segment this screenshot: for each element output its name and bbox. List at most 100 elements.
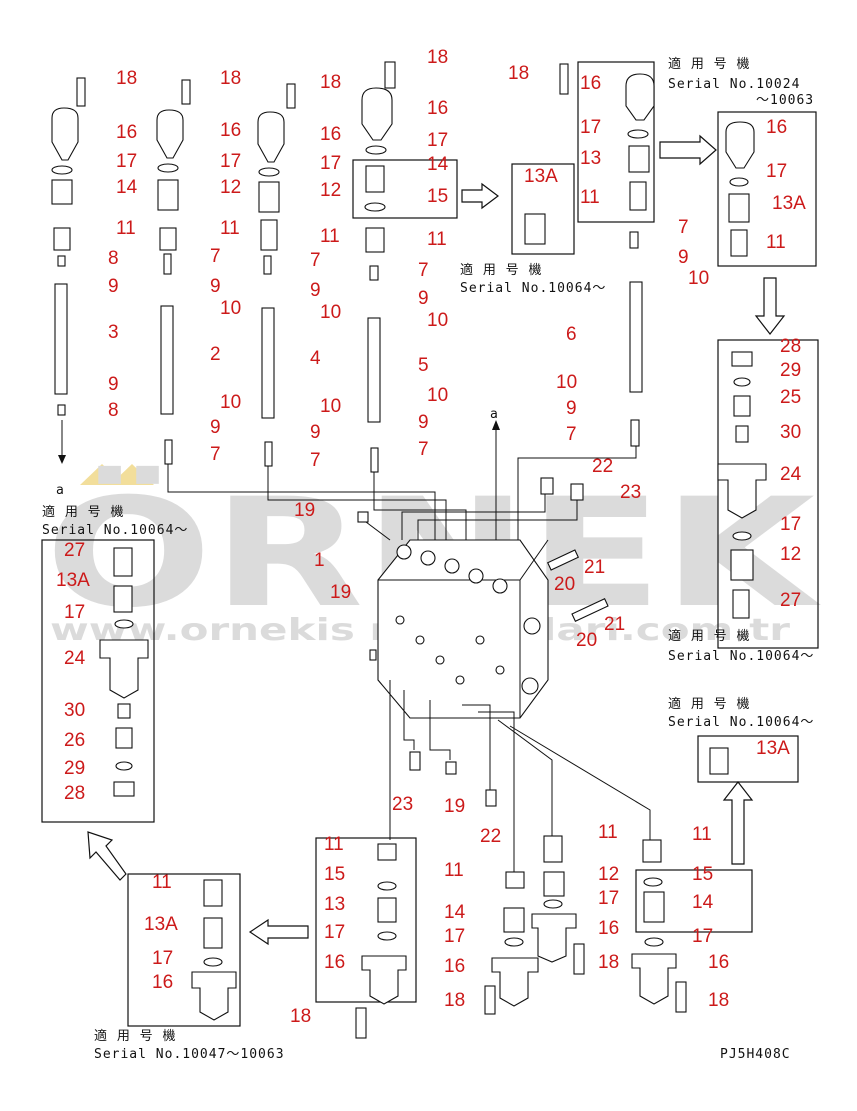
column-spool-6: [517, 231, 643, 560]
callout-11: 11: [320, 226, 340, 247]
cap-16: [51, 107, 79, 161]
callout-3: 3: [108, 322, 119, 343]
plug-19b: [369, 649, 377, 661]
port: [468, 568, 484, 584]
port: [495, 665, 505, 675]
serial-label: 適 用 号 機: [460, 262, 542, 278]
cap-16: [257, 111, 285, 163]
oring-17: [732, 531, 752, 541]
spring-14: [51, 179, 73, 205]
callout-11: 11: [580, 187, 600, 208]
callout-17: 17: [427, 130, 448, 151]
serial-label: 適 用 号 機: [668, 628, 750, 644]
callout-14: 14: [116, 177, 138, 198]
callout-16: 16: [152, 972, 173, 993]
variant-box-bottom-left: [127, 873, 309, 1027]
callout-7: 7: [418, 439, 429, 460]
callout-10: 10: [320, 302, 341, 323]
retainer-11: [377, 843, 397, 861]
spring-13a: [524, 213, 546, 245]
plug-22: [540, 477, 554, 495]
watermark-accent-left: [80, 464, 124, 485]
assembly-line: [401, 494, 546, 540]
callout-18: 18: [444, 990, 465, 1011]
retainer-11: [629, 181, 647, 211]
bolt-18: [286, 83, 296, 109]
callout-29: 29: [780, 360, 801, 381]
callout-21: 21: [584, 557, 605, 578]
serial-value: Serial No.10064～: [668, 715, 814, 730]
retainer-11: [642, 839, 662, 863]
assembly-line: [167, 464, 436, 540]
callout-5: 5: [418, 355, 429, 376]
callout-28: 28: [780, 336, 801, 357]
callout-11: 11: [692, 824, 712, 845]
callout-12: 12: [320, 180, 341, 201]
callout-18: 18: [598, 952, 619, 973]
spring-14: [643, 891, 665, 923]
callout-9: 9: [210, 417, 221, 438]
retainer-11: [203, 879, 223, 907]
arrow-left: [248, 918, 309, 946]
plug-8: [57, 255, 66, 267]
oring-17: [365, 145, 387, 155]
variant-box: [697, 735, 799, 783]
arrow-down: [754, 277, 786, 335]
spring-13a: [728, 193, 750, 223]
callout-8: 8: [108, 400, 119, 421]
callout-9: 9: [310, 422, 321, 443]
cap-16: [631, 953, 677, 1005]
spring-30: [117, 703, 131, 719]
callout-28: 28: [64, 783, 85, 804]
valve-body-1: [357, 420, 609, 719]
cap-16: [191, 971, 237, 1021]
callout-22: 22: [480, 826, 501, 847]
callout-16: 16: [580, 73, 601, 94]
callout-20: 20: [554, 574, 575, 595]
spool-4: [261, 307, 275, 419]
callout-29: 29: [64, 758, 85, 779]
oring-17: [203, 957, 223, 967]
variant-box: [352, 159, 458, 219]
callout-18: 18: [427, 47, 448, 68]
oring-17: [157, 163, 179, 173]
callout-16: 16: [598, 918, 619, 939]
serial-range: ～10063: [756, 93, 814, 108]
variant-box: [717, 111, 817, 267]
spring-12: [157, 179, 179, 211]
arrow-right: [461, 182, 499, 210]
callout-14: 14: [692, 892, 714, 913]
drawing-code: PJ5H408C: [720, 1047, 791, 1062]
oring-17: [377, 931, 397, 941]
column-bottom-o: [531, 835, 585, 975]
oring-15: [364, 202, 386, 212]
callout-7: 7: [210, 444, 221, 465]
callout-11: 11: [152, 872, 172, 893]
spring-14: [503, 907, 525, 933]
callout-17: 17: [692, 926, 713, 947]
variant-box-13a-bottom: [697, 735, 799, 783]
callout-17: 17: [766, 161, 787, 182]
callout-9: 9: [210, 276, 221, 297]
spool-2: [160, 305, 174, 415]
serial-value: Serial No.10024: [668, 77, 800, 92]
bolt-18: [675, 981, 687, 1013]
piston-25: [733, 395, 751, 417]
oring-17: [644, 937, 664, 947]
plug-19c: [445, 761, 457, 775]
oring-17: [51, 165, 73, 175]
plug-27: [732, 589, 750, 619]
callout-16: 16: [220, 120, 241, 141]
oring-17: [627, 129, 649, 139]
cap-16: [156, 109, 184, 159]
callout-27: 27: [64, 540, 85, 561]
callout-17: 17: [116, 151, 137, 172]
callout-30: 30: [64, 700, 85, 721]
bolt-18: [76, 77, 86, 107]
callout-19: 19: [294, 500, 315, 521]
callout-labels: 18 16 17 14 11 8 9 3 9 8 18 16 17 12 11 …: [56, 47, 806, 1027]
callout-7: 7: [566, 424, 577, 445]
oring-17: [258, 167, 280, 177]
serial-label: 適 用 号 機: [94, 1028, 176, 1044]
serial-value: Serial No.10064～: [668, 649, 814, 664]
